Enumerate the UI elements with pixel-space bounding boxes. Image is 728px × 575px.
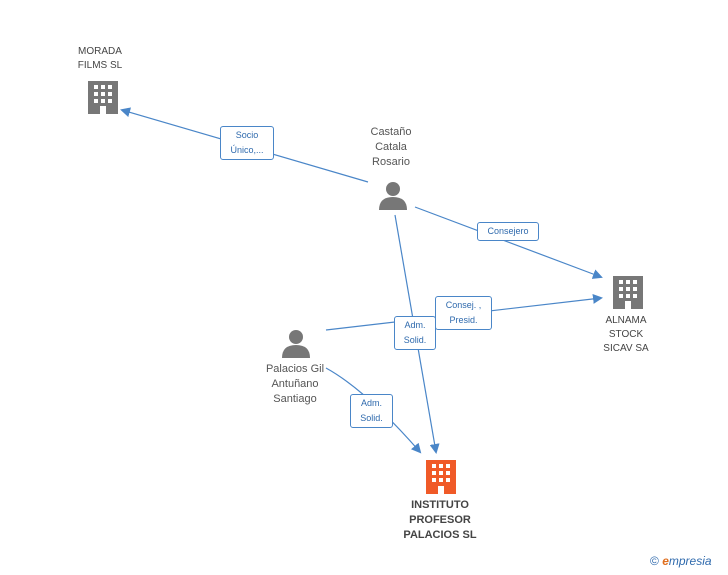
edge-label-consej-presid[interactable]: Consej. , Presid.: [435, 296, 492, 330]
node-label-castano[interactable]: Castaño Catala Rosario: [370, 126, 412, 168]
building-icon: [88, 81, 118, 114]
person-icon: [379, 182, 407, 210]
node-label-palacios[interactable]: Palacios Gil Antuñano Santiago: [265, 363, 325, 405]
edge-label-adm-solid-1[interactable]: Adm. Solid.: [394, 316, 436, 350]
edge-label-consejero[interactable]: Consejero: [477, 222, 539, 241]
node-label-instituto[interactable]: INSTITUTO PROFESOR PALACIOS SL: [403, 499, 477, 541]
person-icon: [282, 330, 310, 358]
empresia-logo: © empresia: [650, 554, 712, 568]
building-icon: [613, 276, 643, 309]
brand-name: mpresia: [668, 554, 712, 568]
edge-label-socio[interactable]: Socio Único,...: [220, 126, 274, 160]
node-label-morada[interactable]: MORADA FILMS SL: [77, 46, 123, 71]
copyright-symbol: ©: [650, 554, 659, 568]
node-label-alnama[interactable]: ALNAMA STOCK SICAV SA: [603, 315, 649, 354]
brand-e: e: [662, 554, 669, 568]
edge-consejero: [414, 206, 603, 279]
building-icon-main: [426, 460, 456, 494]
edge-label-adm-solid-2[interactable]: Adm. Solid.: [350, 394, 393, 428]
